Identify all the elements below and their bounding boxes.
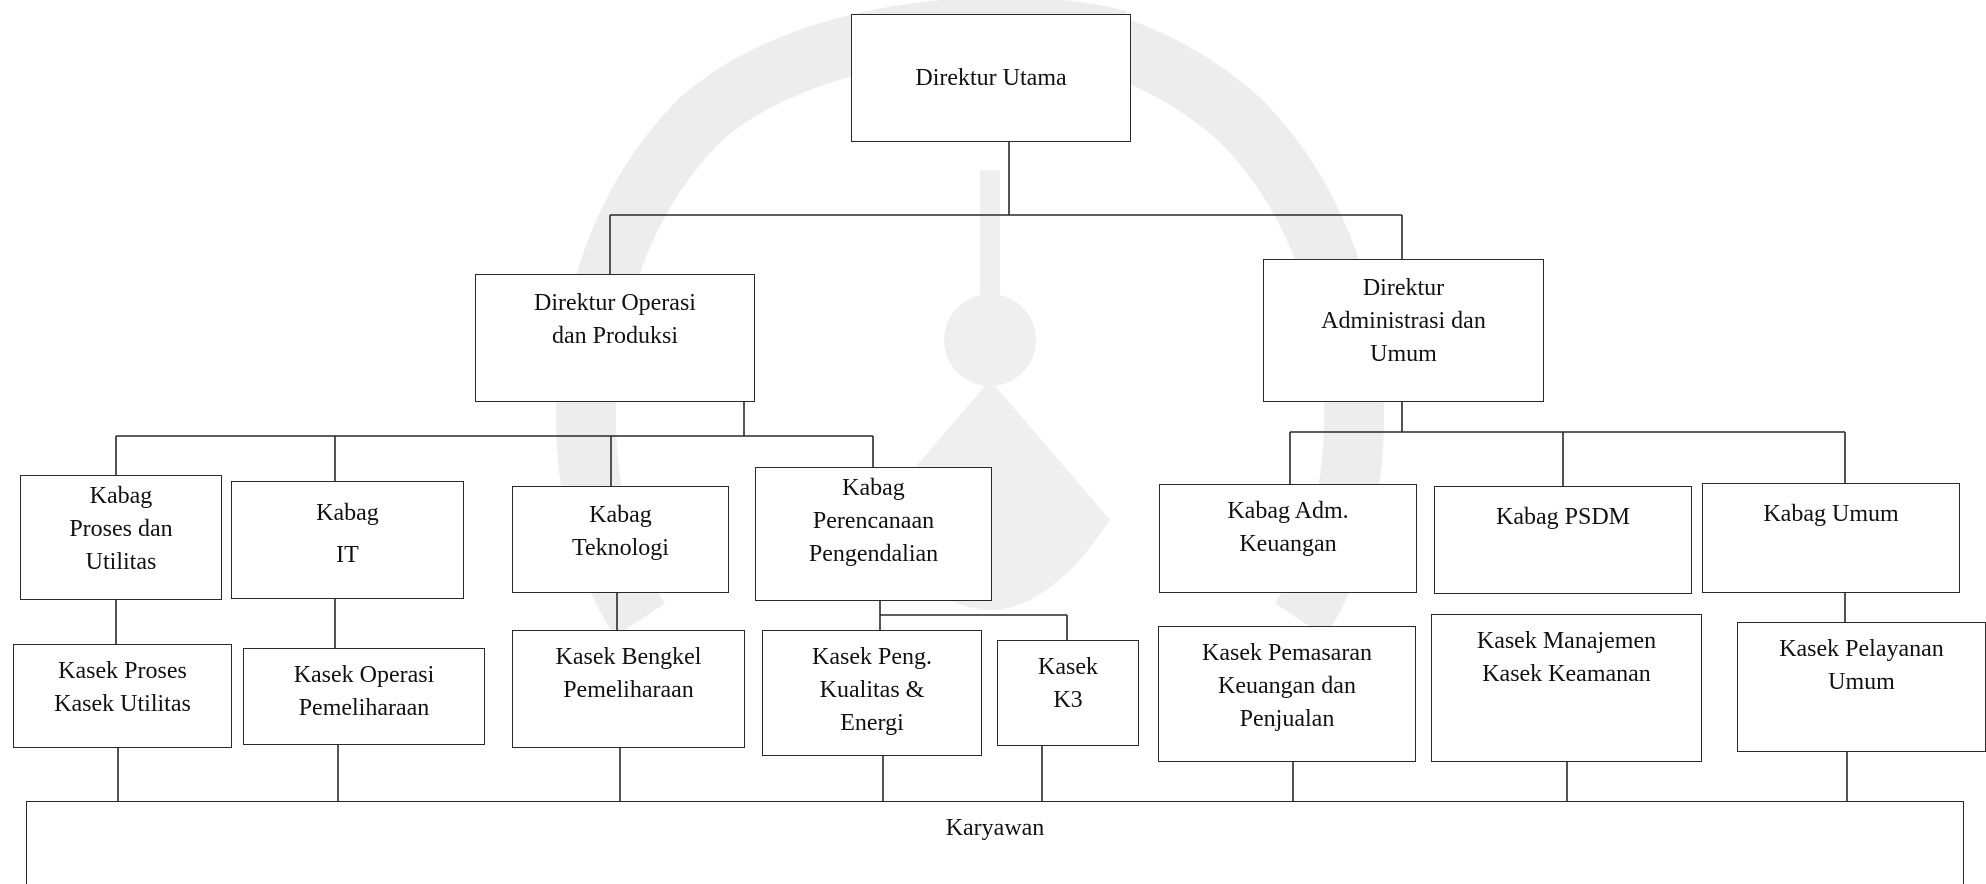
box-label: K3	[1053, 687, 1083, 713]
box-direktur-operasi: Direktur Operasi dan Produksi	[475, 274, 755, 402]
box-kasek-pelayanan-umum: Kasek Pelayanan Umum	[1737, 622, 1986, 752]
box-label: Administrasi dan	[1321, 308, 1486, 334]
box-kasek-manajemen-keamanan: Kasek Manajemen Kasek Keamanan	[1431, 614, 1702, 762]
box-label: Direktur	[1362, 275, 1445, 301]
box-label: Penjualan	[1239, 706, 1335, 732]
box-label: Proses dan	[69, 516, 173, 542]
box-label: Umum	[1828, 669, 1895, 695]
box-label: Kasek	[1038, 654, 1098, 680]
box-label: Direktur Operasi	[534, 290, 696, 316]
box-label: Kabag	[842, 475, 905, 501]
box-label: Kasek Peng.	[812, 644, 932, 670]
box-label: Pengendalian	[808, 541, 939, 567]
box-kabag-perencanaan: Kabag Perencanaan Pengendalian	[755, 467, 992, 601]
box-kabag-umum: Kabag Umum	[1702, 483, 1960, 593]
box-label: Energi	[840, 710, 904, 736]
box-label: Pemeliharaan	[563, 677, 694, 703]
box-kasek-proses-utilitas: Kasek Proses Kasek Utilitas	[13, 644, 232, 748]
box-kasek-bengkel: Kasek Bengkel Pemeliharaan	[512, 630, 745, 748]
box-label: Kasek Pelayanan	[1779, 636, 1944, 662]
box-label: Kabag Umum	[1763, 501, 1899, 527]
box-label: Teknologi	[572, 535, 669, 561]
box-label: Kasek Keamanan	[1482, 661, 1651, 687]
box-label: Kasek Bengkel	[555, 644, 702, 670]
box-direktur-utama: Direktur Utama	[851, 14, 1131, 142]
box-label: Kasek Pemasaran	[1202, 640, 1372, 666]
box-label: Kabag Adm.	[1227, 498, 1349, 524]
box-label: Kasek Proses	[58, 658, 187, 684]
box-label: IT	[336, 542, 359, 568]
box-kasek-peng-kualitas: Kasek Peng. Kualitas & Energi	[762, 630, 982, 756]
box-label: Keuangan dan	[1218, 673, 1356, 699]
box-label: Karyawan	[945, 815, 1045, 841]
box-kabag-proses: Kabag Proses dan Utilitas	[20, 475, 222, 600]
box-direktur-administrasi: Direktur Administrasi dan Umum	[1263, 259, 1544, 402]
box-kabag-it: Kabag IT	[231, 481, 464, 599]
box-label: dan Produksi	[552, 323, 678, 349]
box-label: Kasek Manajemen	[1476, 628, 1657, 654]
box-label: Perencanaan	[812, 508, 935, 534]
box-label: Kabag	[316, 500, 379, 526]
box-kasek-operasi: Kasek Operasi Pemeliharaan	[243, 648, 485, 745]
box-kabag-teknologi: Kabag Teknologi	[512, 486, 729, 593]
box-label: Utilitas	[85, 549, 157, 575]
box-label: Direktur Utama	[915, 64, 1067, 91]
box-karyawan: Karyawan	[26, 801, 1964, 884]
box-label: Kabag	[589, 502, 652, 528]
box-label: Kasek Operasi	[293, 662, 435, 688]
box-kasek-pemasaran: Kasek Pemasaran Keuangan dan Penjualan	[1158, 626, 1416, 762]
box-label: Kabag PSDM	[1495, 504, 1630, 530]
box-label: Kualitas &	[819, 677, 925, 703]
box-label: Kabag	[89, 483, 153, 509]
box-kabag-psdm: Kabag PSDM	[1434, 486, 1692, 594]
box-label: Umum	[1370, 341, 1437, 367]
box-label: Pemeliharaan	[298, 695, 430, 721]
box-label: Kasek Utilitas	[54, 691, 191, 717]
box-label: Keuangan	[1239, 531, 1337, 557]
box-kasek-k3: Kasek K3	[997, 640, 1139, 746]
box-kabag-adm-keuangan: Kabag Adm. Keuangan	[1159, 484, 1417, 593]
